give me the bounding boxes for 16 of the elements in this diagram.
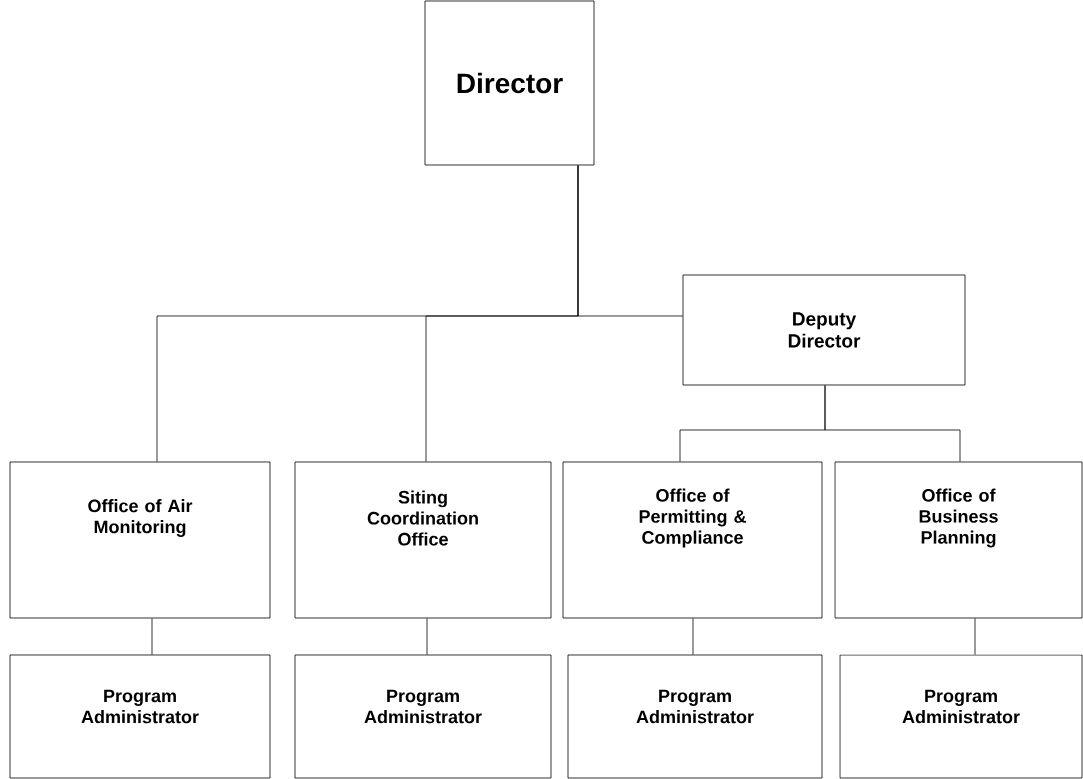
connector-line <box>425 165 579 462</box>
office-box: Office of Permitting & Compliance <box>562 461 823 619</box>
administrator-box: Program Administrator <box>294 654 552 779</box>
office-box: Office of Air Monitoring <box>9 461 271 619</box>
office-box: Siting Coordination Office <box>294 461 552 619</box>
connector-line <box>426 618 428 655</box>
administrator-box: Program Administrator <box>567 654 823 779</box>
connector-line <box>974 618 976 655</box>
administrator-box: Program Administrator <box>839 654 1083 779</box>
connector-line <box>824 385 961 462</box>
director-box: Director <box>424 0 595 166</box>
deputy-box: Deputy Director <box>682 274 966 386</box>
office-box: Office of Business Planning <box>834 461 1083 619</box>
administrator-box: Program Administrator <box>9 654 271 779</box>
connector-line <box>151 618 153 655</box>
connector-line <box>692 618 694 655</box>
